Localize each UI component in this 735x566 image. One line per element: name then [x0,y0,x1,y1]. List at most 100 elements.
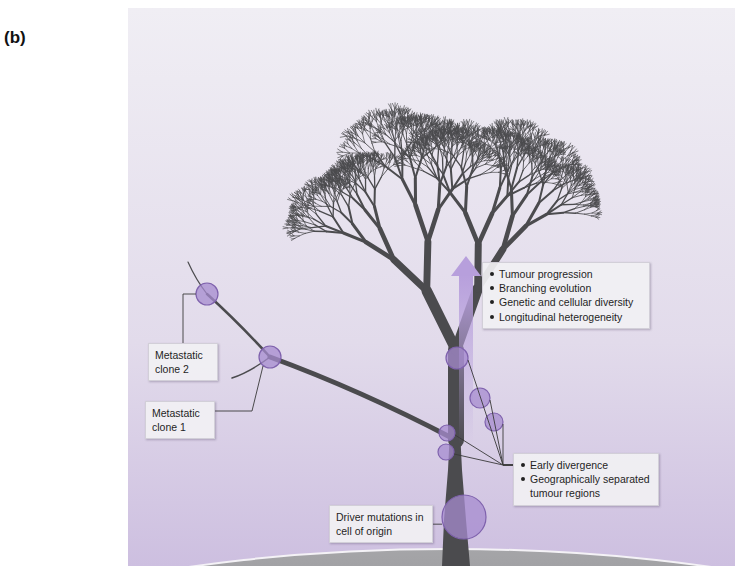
tree-branch [365,180,366,193]
tree-branch [432,124,433,128]
tree-branch [395,157,403,179]
tree-branch [290,236,294,237]
tree-branch [447,120,448,125]
tree-branch [312,226,326,228]
tree-branch [323,178,326,180]
tree-branch [346,156,349,159]
tree-branch [408,115,410,119]
tree-branch [325,181,326,184]
tree-branch [332,167,335,169]
tree-branch [363,157,364,163]
tree-branch [374,134,376,138]
tree-branch [380,229,394,260]
tree-branch [305,231,314,233]
tree-branch [421,129,422,133]
tree-branch [392,115,393,121]
tree-branch [381,154,383,157]
tree-branch [306,182,310,185]
tree-branch [417,124,421,132]
tree-branch [443,120,444,124]
tree-branch [374,115,377,122]
tree-branch [410,120,412,124]
tree-branch [343,161,345,164]
tree-branch [398,137,400,147]
tree-branch [373,189,375,206]
tree-branch [344,167,348,168]
tree-branch [370,161,373,167]
tree-branch [400,121,403,124]
tree-branches [188,103,602,440]
tree-branch [375,167,376,176]
tree-branch [386,152,388,156]
tree-branch [347,188,353,198]
tree-branch [329,176,330,179]
tree-branch [354,146,358,153]
tree-branch [375,114,377,119]
tree-branch [342,133,347,137]
tree-branch [378,129,381,132]
tree-branch [411,125,415,133]
tree-branch [397,109,399,114]
tree-branch [305,203,308,205]
tree-branch [368,168,369,177]
tree-branch [306,212,313,219]
tree-branch [324,192,326,199]
tree-branch [358,128,363,133]
tree-branch [297,203,301,207]
tree-branch [313,195,316,199]
tree-branch [381,155,383,158]
tree-branch [373,152,375,155]
tree-branch [368,162,370,168]
tree-branch [359,159,361,163]
tree-branch [410,132,413,135]
tree-branch [347,137,350,140]
tree-branch [380,117,382,124]
tree-branch [445,134,448,139]
tree-branch [342,195,349,206]
tree-branch [414,178,417,205]
tree-branch [327,181,330,183]
tree-branch [318,196,323,202]
tree-branch [375,155,376,160]
tree-branch [371,139,375,152]
tree-branch [422,126,425,133]
tree-branch [289,216,292,219]
tree-branch [396,120,397,129]
tree-branch [381,169,387,177]
tree-branch [372,160,374,167]
tree-branch [404,126,406,133]
tree-branch [332,166,335,168]
tree-branch [350,177,356,184]
tree-branch [386,153,388,156]
tree-branch [431,153,438,165]
tree-branch [288,220,291,223]
tree-branch [333,165,335,168]
tree-branch [292,210,295,212]
tree-branch [427,242,428,291]
tree-branch [287,234,290,236]
tree-branch [349,207,353,224]
tree-branch [386,123,387,127]
tree-branch [363,163,365,170]
tree-branch [440,122,443,124]
tree-branch [316,188,319,190]
tree-branch [373,167,374,176]
tree-branch [373,110,374,115]
tree-branch [440,121,443,124]
tree-branch [426,128,427,132]
tree-branch [286,225,290,227]
tree-branch [309,203,313,206]
tree-branch [317,191,321,195]
tree-branch [397,122,398,126]
tree-branch [352,157,353,161]
tree-branch [329,189,332,195]
tree-branch [364,116,366,121]
tree-branch [370,157,385,166]
tree-branch [364,160,366,162]
tree-branch [355,157,356,160]
tree-branch [383,158,386,160]
tree-branch [326,175,328,178]
tree-branch [312,200,315,203]
tree-branch [407,141,411,142]
